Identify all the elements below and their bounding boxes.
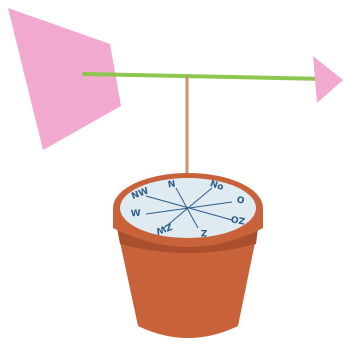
compass-rose <box>145 187 233 229</box>
compass-label-zo: ZO <box>230 213 246 225</box>
compass-label-n: N <box>167 180 176 191</box>
compass-label-w: W <box>131 209 142 220</box>
compass-line-zo-nw <box>145 195 233 221</box>
vane-arrow-shaft <box>82 72 328 81</box>
compass-label-z: Z <box>200 227 207 237</box>
pot-body <box>117 228 258 338</box>
vane-arrow-head <box>313 56 343 103</box>
compass-label-no: No <box>209 179 225 193</box>
vane-tail-fin <box>8 8 121 150</box>
compass-label-o: O <box>236 195 246 206</box>
